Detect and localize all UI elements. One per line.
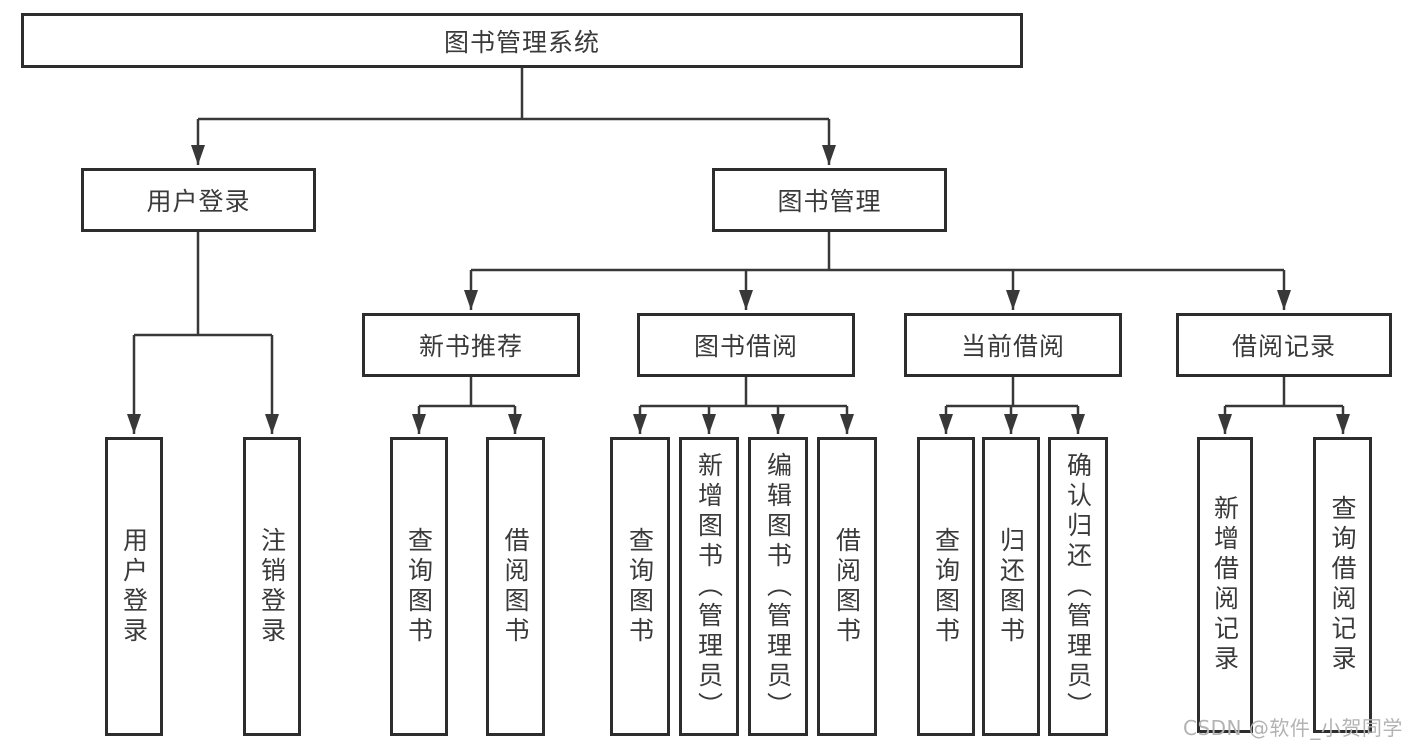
node-label: 查询图书 — [931, 526, 961, 647]
node-root-system: 图书管理系统 — [21, 13, 1023, 68]
node-user-login: 用户登录 — [81, 168, 316, 232]
node-label: 编辑图书（管理员） — [763, 451, 793, 722]
node-label: 确认归还（管理员） — [1063, 451, 1093, 722]
node-new-book-recommend: 新书推荐 — [362, 313, 580, 377]
node-book-borrowing: 图书借阅 — [637, 313, 855, 377]
node-label: 查询借阅记录 — [1328, 495, 1357, 675]
csdn-watermark: CSDN @软件_小贺同学 — [1183, 716, 1403, 740]
leaf-add-borrow-record: 新增借阅记录 — [1197, 437, 1253, 733]
node-label: 借阅图书 — [501, 526, 530, 647]
node-current-borrowing: 当前借阅 — [904, 313, 1122, 377]
node-label: 图书借阅 — [693, 332, 798, 361]
node-label: 借阅图书 — [832, 526, 862, 647]
leaf-query-books-recommend: 查询图书 — [390, 437, 448, 736]
node-label: 当前借阅 — [960, 332, 1065, 361]
node-label: 新增图书（管理员） — [694, 451, 724, 722]
leaf-query-books-borrowing: 查询图书 — [610, 437, 670, 736]
node-label: 新书推荐 — [418, 332, 523, 361]
leaf-confirm-return-admin: 确认归还（管理员） — [1048, 437, 1108, 736]
leaf-query-books-current: 查询图书 — [917, 437, 975, 736]
node-label: 注销登录 — [257, 526, 287, 647]
node-label: 归还图书 — [996, 526, 1026, 647]
node-label: 图书管理系统 — [443, 27, 600, 57]
leaf-user-login: 用户登录 — [105, 437, 163, 736]
leaf-borrow-books-borrowing: 借阅图书 — [817, 437, 877, 736]
node-label: 新增借阅记录 — [1210, 495, 1240, 675]
node-label: 借阅记录 — [1231, 332, 1336, 361]
node-label: 查询图书 — [404, 526, 434, 647]
leaf-add-books-admin: 新增图书（管理员） — [679, 437, 739, 736]
leaf-borrow-books-recommend: 借阅图书 — [486, 437, 545, 736]
node-label: 查询图书 — [625, 526, 655, 647]
node-book-management: 图书管理 — [712, 168, 947, 232]
leaf-edit-books-admin: 编辑图书（管理员） — [748, 437, 808, 736]
node-borrow-records: 借阅记录 — [1176, 313, 1392, 377]
node-label: 用户登录 — [146, 187, 251, 216]
leaf-return-books: 归还图书 — [982, 437, 1040, 736]
leaf-query-borrow-record: 查询借阅记录 — [1313, 437, 1372, 733]
node-label: 图书管理 — [777, 187, 882, 216]
leaf-logout: 注销登录 — [243, 437, 301, 736]
node-label: 用户登录 — [119, 526, 149, 647]
